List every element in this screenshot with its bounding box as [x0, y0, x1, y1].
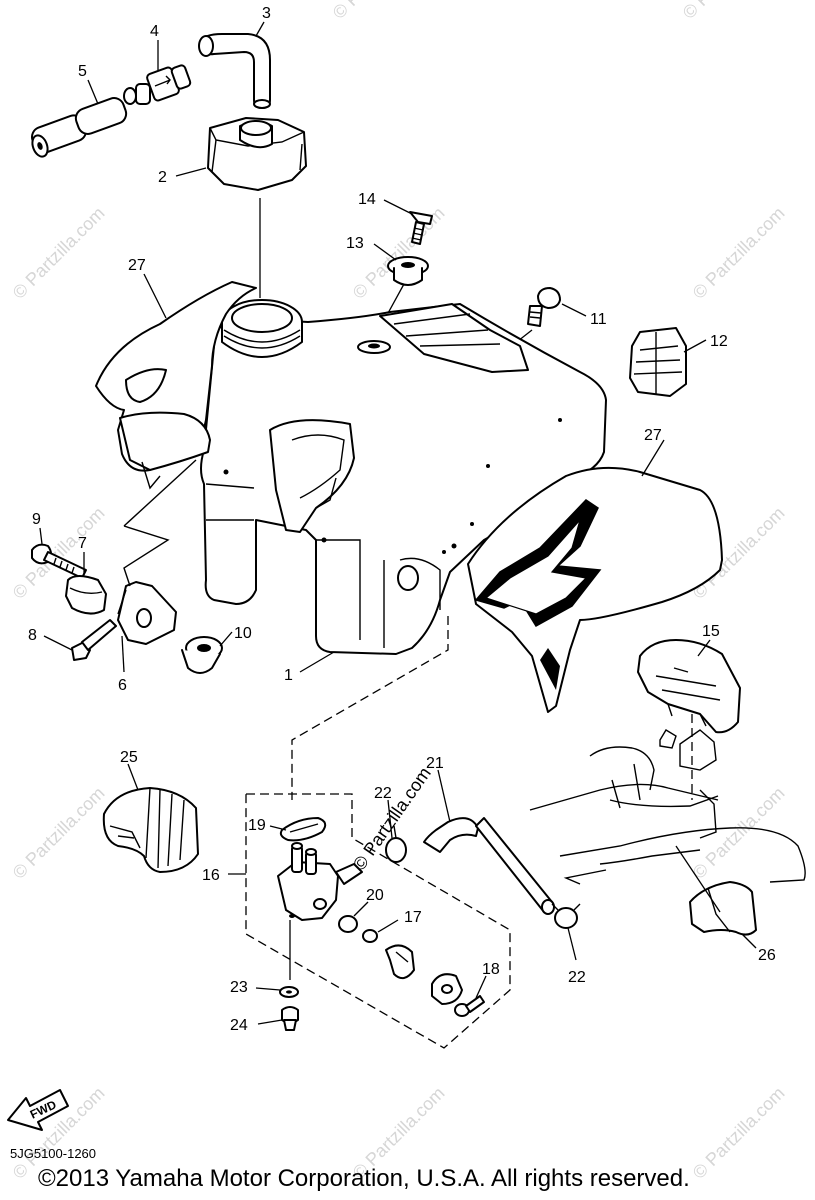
- watermark: © Partzilla.com: [9, 783, 109, 883]
- fuel-hose-21: [423, 817, 555, 915]
- fuel-tank-1: [200, 299, 607, 655]
- watermark: © Partzilla.com: [689, 783, 789, 883]
- callout-11: 11: [590, 311, 607, 328]
- plate-cock: [431, 973, 463, 1005]
- screw-14: [409, 211, 433, 245]
- mount-guide-line: [123, 459, 197, 527]
- lever-cock: [385, 944, 415, 980]
- diagram-code: 5JG5100-1260: [10, 1146, 97, 1161]
- callout-16: 16: [202, 867, 220, 884]
- watermark: © Partzilla.com: [679, 0, 779, 23]
- collar-13: [387, 256, 429, 286]
- callout-23: 23: [230, 979, 248, 996]
- cover-25: [102, 787, 199, 873]
- side-cover-left-27: [95, 281, 257, 490]
- breather-hose-3: [198, 33, 271, 109]
- callout-21: 21: [426, 755, 444, 772]
- frame-section: [529, 700, 806, 885]
- callout-18: 18: [482, 961, 500, 978]
- damper-12: [629, 327, 687, 397]
- damper-7: [65, 575, 107, 615]
- bolt-11: [527, 287, 561, 327]
- callout-9: 9: [32, 511, 41, 528]
- callout-12: 12: [710, 333, 728, 350]
- callout-2: 2: [158, 169, 167, 186]
- fuel-cock-body-16: [277, 842, 363, 921]
- bolt-24: [281, 1006, 299, 1031]
- callout-13: 13: [346, 235, 364, 252]
- fuel-cock-outline: [245, 793, 511, 1049]
- callout-15: 15: [702, 623, 720, 640]
- callout-20: 20: [366, 887, 384, 904]
- bracket-15: [637, 639, 741, 734]
- callout-10: 10: [234, 625, 252, 642]
- fuel-valve-4: [123, 64, 192, 105]
- callout-1: 1: [284, 667, 293, 684]
- callout-17: 17: [404, 909, 422, 926]
- callout-27a: 27: [128, 257, 146, 274]
- screw-18: [454, 995, 485, 1017]
- cover-26: [689, 881, 757, 936]
- copyright-notice: ©2013 Yamaha Motor Corporation, U.S.A. A…: [38, 1165, 690, 1192]
- clamp-22: [385, 825, 407, 863]
- collar-10: [181, 636, 223, 674]
- fuel-hose-5: [30, 97, 128, 158]
- gasket-19: [279, 817, 327, 842]
- callout-22a: 22: [374, 785, 392, 802]
- clamp-22: [551, 903, 581, 929]
- watermark: © Partzilla.com: [329, 0, 429, 23]
- washer-23: [279, 986, 299, 998]
- callout-25: 25: [120, 749, 138, 766]
- callout-6: 6: [118, 677, 127, 694]
- callout-14: 14: [358, 191, 376, 208]
- callout-24: 24: [230, 1017, 248, 1034]
- watermark: © Partzilla.com: [689, 1083, 789, 1183]
- callout-27b: 27: [644, 427, 662, 444]
- callout-4: 4: [150, 23, 159, 40]
- callout-26: 26: [758, 947, 776, 964]
- cock-guide-line: [291, 616, 449, 800]
- bolt-8: [71, 619, 117, 661]
- side-cover-right-27: [467, 466, 723, 713]
- bracket-6: [117, 581, 177, 645]
- fuel-tank-cap-2: [207, 117, 307, 191]
- callout-7: 7: [78, 535, 87, 552]
- callouts: 1 2 3 4 5 6 7 8 9 10 11 12 13 14 15 16 1…: [28, 5, 776, 1034]
- o-ring-17: [362, 929, 378, 943]
- callout-8: 8: [28, 627, 37, 644]
- watermark: © Partzilla.com: [689, 203, 789, 303]
- callout-3: 3: [262, 5, 271, 22]
- cover-guide-line: [675, 845, 721, 913]
- callout-22b: 22: [568, 969, 586, 986]
- bolt-9: [31, 543, 87, 579]
- watermark: © Partzilla.com: [349, 203, 449, 303]
- watermark: © Partzilla.com: [9, 203, 109, 303]
- callout-19: 19: [248, 817, 266, 834]
- mount-guide-line: [123, 525, 170, 587]
- o-ring-20: [338, 915, 358, 933]
- callout-5: 5: [78, 63, 87, 80]
- leader-lines: [39, 21, 757, 1025]
